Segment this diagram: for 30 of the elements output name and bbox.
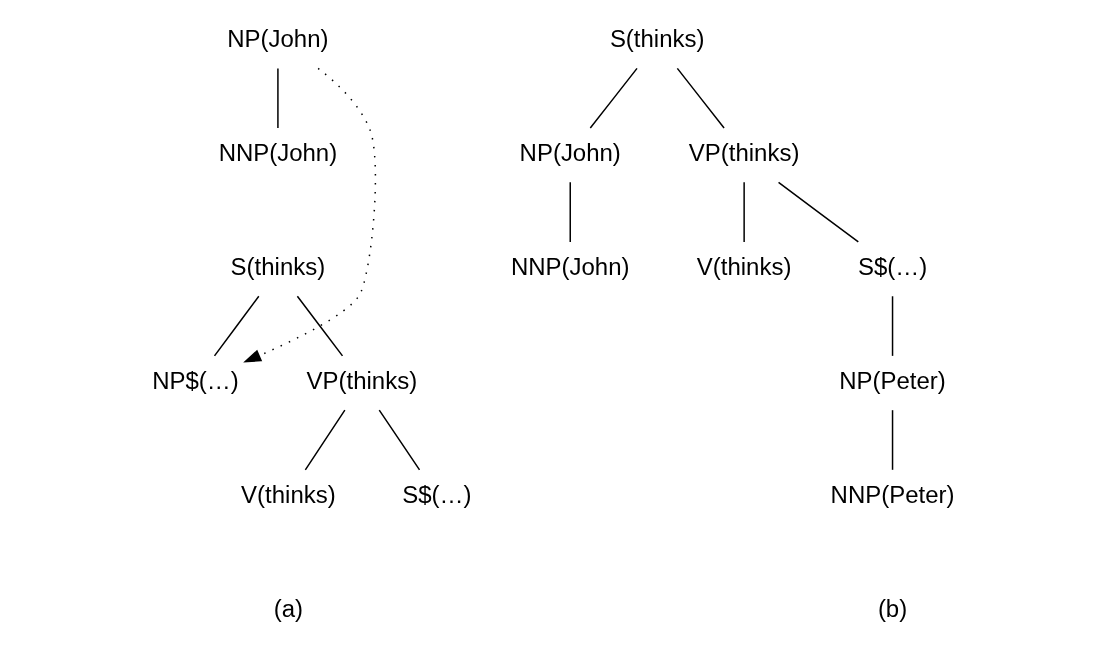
node-text: NP(Peter) <box>839 366 946 394</box>
connector <box>777 181 860 243</box>
connector <box>891 409 894 471</box>
label: (b) <box>877 594 908 622</box>
node-text: NNP(John) <box>510 252 630 280</box>
connector <box>676 67 725 129</box>
node-text: VP(thinks) <box>688 138 800 166</box>
node-text: VP(thinks) <box>306 366 418 394</box>
connector <box>213 295 260 357</box>
node-text: S(thinks) <box>230 252 326 280</box>
node-text: S$(…) <box>857 252 928 280</box>
node-text: S$(…) <box>402 480 472 508</box>
connector <box>589 67 638 129</box>
node-text: NNP(Peter) <box>830 480 955 508</box>
node-text: NP$(…) <box>152 366 239 394</box>
node-text: V(thinks) <box>241 480 336 508</box>
arrow <box>243 67 377 363</box>
label: (a) <box>273 594 304 622</box>
connector <box>277 67 279 129</box>
node-text: V(thinks) <box>696 252 792 280</box>
connector <box>743 181 745 243</box>
connector <box>296 295 344 357</box>
connector <box>304 409 346 471</box>
node-text: NNP(John) <box>218 138 338 166</box>
connector <box>378 409 421 471</box>
connector <box>891 295 894 357</box>
connector <box>569 181 571 243</box>
node-text: S(thinks) <box>609 24 705 52</box>
node-text: NP(John) <box>519 138 621 166</box>
node-text: NP(John) <box>227 24 329 52</box>
